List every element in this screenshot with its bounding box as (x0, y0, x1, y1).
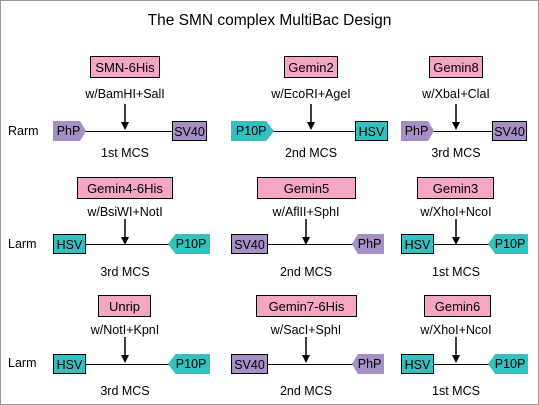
terminator-hsv: HSV (53, 234, 86, 254)
enzyme-label: w/BamHI+SalI (85, 87, 165, 101)
diagram-title: The SMN complex MultiBac Design (147, 12, 392, 29)
enzyme-label: w/XhoI+NcoI (420, 205, 492, 219)
down-arrow (452, 104, 460, 130)
dna-line (432, 131, 494, 132)
promoter-php-left: PhP (352, 234, 384, 254)
dna-line (272, 131, 356, 132)
gene-box-gemin5: Gemin5 (257, 177, 356, 199)
gene-box-gemin3: Gemin3 (417, 177, 494, 199)
enzyme-label: w/XhoI+NcoI (420, 323, 492, 337)
dna-line (80, 131, 174, 132)
terminator-hsv: HSV (355, 121, 388, 141)
enzyme-label: w/AflII+SphI (272, 205, 340, 219)
enzyme-label: w/XbaI+ClaI (422, 87, 490, 101)
gene-box-gemin4-6his: Gemin4-6His (77, 177, 173, 199)
mcs-label: 3rd MCS (431, 146, 481, 160)
enzyme-label: w/BsiWI+NotI (87, 205, 163, 219)
mcs-label: 1st MCS (432, 265, 480, 279)
gene-box-gemin6: Gemin6 (424, 295, 491, 317)
down-arrow (302, 337, 310, 363)
dna-line (432, 244, 492, 245)
down-arrow (302, 219, 310, 245)
row-label-larm: Larm (8, 237, 37, 251)
promoter-p10p-left: P10P (488, 234, 528, 254)
down-arrow (452, 337, 460, 363)
down-arrow (121, 104, 129, 130)
terminator-sv40: SV40 (231, 354, 268, 374)
promoter-php-left: PhP (352, 354, 384, 374)
promoter-p10p-left: P10P (488, 354, 528, 374)
terminator-hsv: HSV (53, 354, 86, 374)
dna-line (266, 364, 354, 365)
terminator-sv40: SV40 (172, 121, 207, 141)
down-arrow (307, 104, 315, 130)
terminator-hsv: HSV (401, 234, 434, 254)
terminator-sv40: SV40 (231, 234, 268, 254)
promoter-php-right: PhP (401, 121, 434, 141)
mcs-label: 1st MCS (432, 384, 480, 398)
enzyme-label: w/NotI+KpnI (90, 323, 160, 337)
down-arrow (121, 219, 129, 245)
gene-box-gemin2: Gemin2 (284, 56, 338, 78)
promoter-php-right: PhP (53, 121, 86, 141)
mcs-label: 2nd MCS (284, 146, 338, 160)
promoter-p10p-left: P10P (168, 234, 210, 254)
promoter-p10p-right: P10P (231, 121, 274, 141)
mcs-label: 2nd MCS (279, 384, 333, 398)
row-label-rarm: Rarm (8, 124, 39, 138)
dna-line (432, 364, 492, 365)
down-arrow (452, 219, 460, 245)
promoter-p10p-left: P10P (168, 354, 210, 374)
down-arrow (121, 337, 129, 363)
mcs-label: 3rd MCS (100, 265, 150, 279)
gene-box-unrip: Unrip (98, 295, 151, 317)
mcs-label: 3rd MCS (100, 384, 150, 398)
dna-line (266, 244, 354, 245)
gene-box-gemin8: Gemin8 (429, 56, 483, 78)
dna-line (84, 244, 170, 245)
gene-box-gemin7-6his: Gemin7-6His (256, 295, 357, 317)
gene-box-smn-6his: SMN-6His (90, 56, 160, 78)
row-label-larm: Larm (8, 356, 37, 370)
enzyme-label: w/SacI+SphI (270, 323, 342, 337)
enzyme-label: w/EcoRI+AgeI (271, 87, 351, 101)
dna-line (84, 364, 170, 365)
mcs-label: 1st MCS (101, 146, 149, 160)
terminator-hsv: HSV (401, 354, 434, 374)
mcs-label: 2nd MCS (279, 265, 333, 279)
terminator-sv40: SV40 (492, 121, 527, 141)
